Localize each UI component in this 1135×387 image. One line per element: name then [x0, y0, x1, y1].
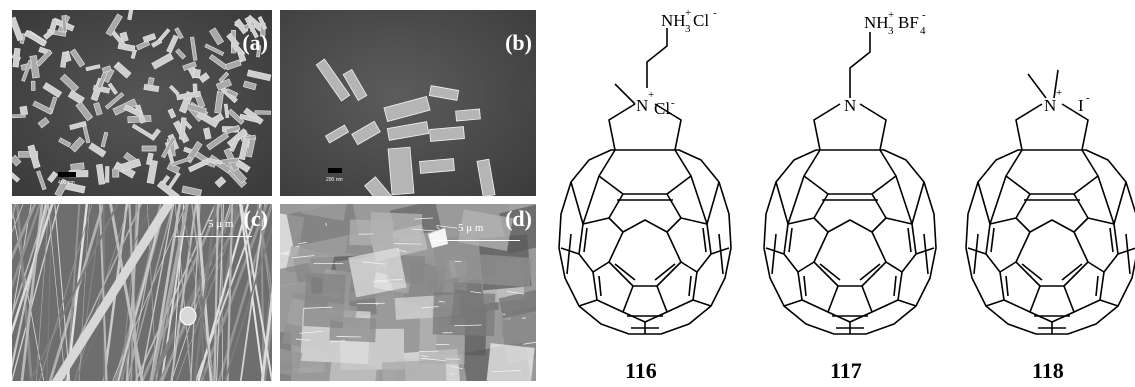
- svg-text:-: -: [1086, 92, 1090, 104]
- svg-text:-: -: [922, 9, 926, 21]
- svg-text:+: +: [888, 9, 894, 21]
- panel-label-b: (b): [505, 30, 532, 55]
- scale-text-a: 400 nm: [58, 180, 75, 186]
- panel-label-a: (a): [242, 30, 268, 55]
- svg-text:+: +: [648, 89, 654, 101]
- ring-nitrogen-118: N: [1044, 96, 1056, 115]
- sem-image-d: [280, 204, 536, 381]
- compound-label-116: 116: [625, 358, 657, 383]
- sem-panel-c: (c) 5 μ m: [12, 204, 272, 381]
- svg-text:Cl: Cl: [654, 99, 670, 118]
- substituent-117: NH: [864, 13, 889, 32]
- svg-text:-: -: [713, 7, 717, 19]
- compound-label-117: 117: [830, 358, 862, 383]
- svg-text:3: 3: [685, 23, 691, 35]
- scale-text-d: 5 μ m: [458, 222, 484, 234]
- sem-image-a: [12, 10, 272, 196]
- scale-text-c: 5 μ m: [208, 218, 234, 230]
- svg-text:-: -: [671, 97, 675, 109]
- svg-text:BF: BF: [898, 13, 919, 32]
- panel-label-d: (d): [505, 206, 532, 231]
- substituent-116: NH: [661, 11, 686, 30]
- svg-text:+: +: [1056, 87, 1062, 99]
- scale-bar-a: [58, 172, 76, 177]
- ring-nitrogen-117: N: [844, 96, 856, 115]
- scale-bar-d: [430, 240, 520, 241]
- compound-116: N + Cl - NH 3 + Cl - 116: [558, 7, 732, 383]
- chemical-structures: N + Cl - NH 3 + Cl - 116 N NH 3 + BF 4 -…: [558, 7, 1135, 383]
- svg-text:4: 4: [920, 25, 926, 37]
- sem-panel-b: (b) 200 nm: [280, 10, 536, 196]
- compound-117: N NH 3 + BF 4 - 117: [763, 9, 937, 383]
- ring-nitrogen-116: N: [636, 96, 648, 115]
- svg-text:I: I: [1078, 96, 1084, 115]
- scale-bar-c: [175, 236, 252, 237]
- sem-panel-a: (a) 400 nm: [12, 10, 272, 196]
- sem-image-b: [280, 10, 536, 196]
- scale-bar-b: [328, 168, 342, 173]
- compound-118: N + I - 118: [965, 69, 1135, 383]
- svg-text:+: +: [685, 7, 691, 19]
- sem-panel-d: (d) 5 μ m: [280, 204, 536, 381]
- compound-label-118: 118: [1032, 358, 1064, 383]
- sem-image-c: [12, 204, 272, 381]
- scale-text-b: 200 nm: [326, 177, 343, 183]
- svg-text:3: 3: [888, 25, 894, 37]
- panel-label-c: (c): [243, 206, 268, 231]
- svg-text:Cl: Cl: [693, 11, 709, 30]
